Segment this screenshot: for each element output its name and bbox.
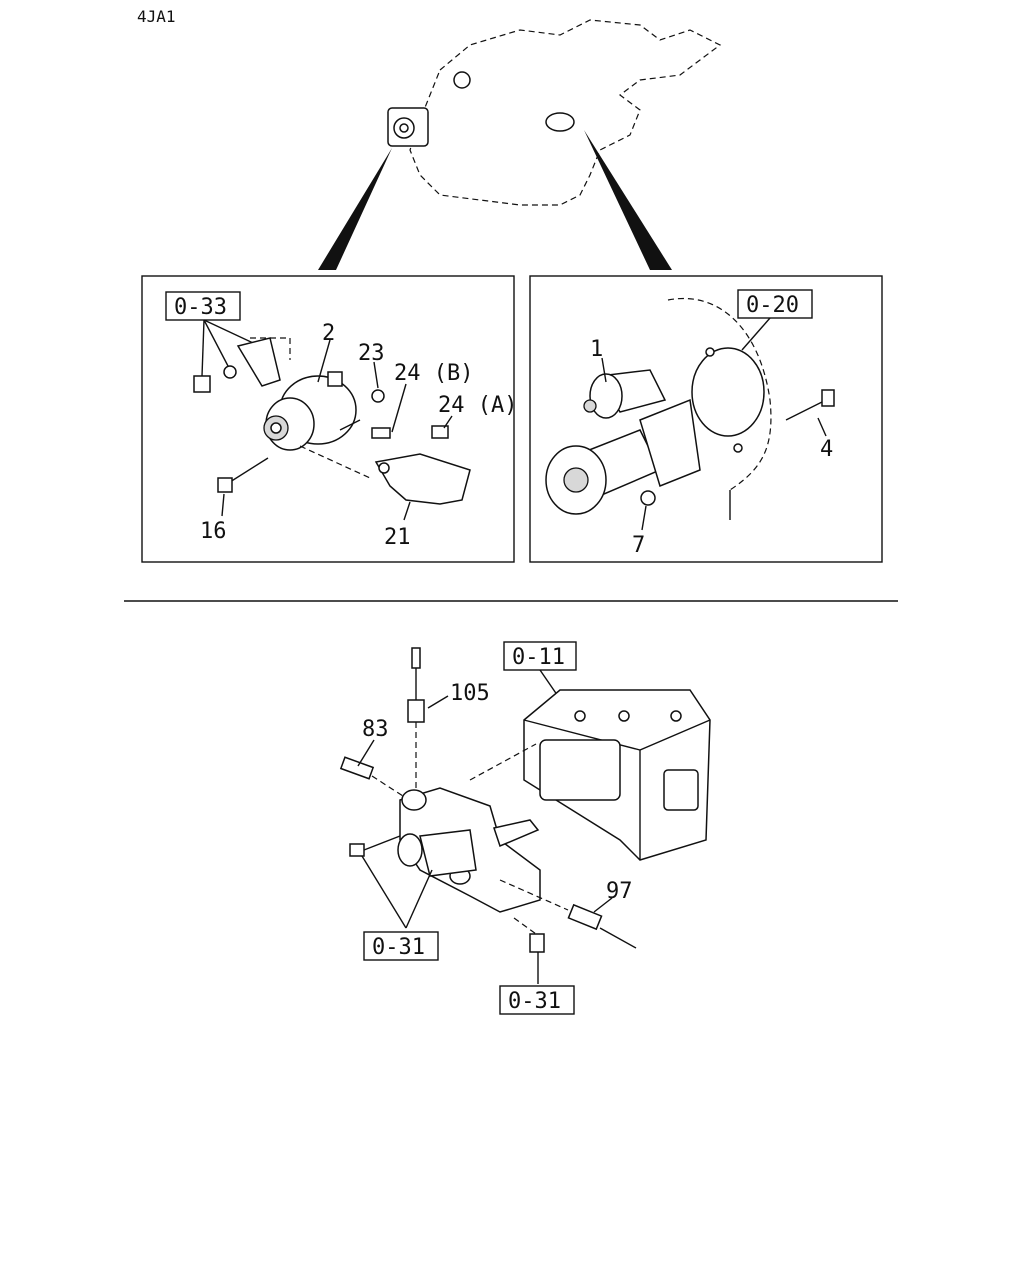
long-bolt-icon <box>217 477 233 493</box>
starter-panel-frame <box>529 275 883 563</box>
ref-box-0-31-bottom[interactable] <box>499 985 575 1015</box>
sensor-105-icon <box>407 647 425 723</box>
starter-motor-icon <box>545 369 701 515</box>
cylinder-head-icon <box>523 689 711 861</box>
callout-24b: 24 (B) <box>394 361 473 386</box>
bolt-icon <box>349 843 365 857</box>
ref-label-0-31-bottom: 0-31 <box>508 989 561 1014</box>
callout-4: 4 <box>820 437 833 462</box>
callout-21: 21 <box>384 525 411 550</box>
ref-label-0-31-left: 0-31 <box>372 935 425 960</box>
thermostat-section: 0-11 105 83 <box>339 641 711 1015</box>
bolt-icon <box>821 389 835 407</box>
callout-7: 7 <box>632 533 645 558</box>
sensor-83-icon <box>339 756 375 780</box>
engine-overview <box>318 19 722 270</box>
callout-105: 105 <box>450 681 490 706</box>
alternator-panel-frame <box>141 275 515 563</box>
nut-icon <box>640 490 656 506</box>
ref-label-0-20: 0-20 <box>746 293 799 318</box>
bolt-icon <box>431 425 449 439</box>
starter-panel: 0-20 1 4 7 <box>529 275 883 563</box>
sensor-97-icon <box>567 903 637 949</box>
bolt-icon <box>193 375 211 393</box>
ref-label-0-33: 0-33 <box>174 295 227 320</box>
callout-16: 16 <box>200 519 227 544</box>
callout-83: 83 <box>362 717 389 742</box>
ref-label-0-11: 0-11 <box>512 645 565 670</box>
alternator-adjust-bracket <box>236 337 281 387</box>
alternator-bracket-icon <box>374 453 471 505</box>
callout-23: 23 <box>358 341 385 366</box>
bolt-icon <box>371 427 391 439</box>
callout-1: 1 <box>590 337 603 362</box>
ref-box-0-31-left[interactable] <box>363 931 439 961</box>
engine-code-label: 4JA1 <box>137 7 176 26</box>
callout-97: 97 <box>606 879 633 904</box>
callout-2: 2 <box>322 321 335 346</box>
ref-box-0-20[interactable] <box>737 289 813 319</box>
plug-icon <box>529 933 545 953</box>
thermostat-housing-icon <box>397 787 541 913</box>
ref-box-0-33[interactable] <box>165 291 241 321</box>
nut-icon <box>371 389 385 403</box>
callout-24a: 24 (A) <box>438 393 517 418</box>
alternator-icon <box>263 371 361 451</box>
alternator-panel: 0-33 2 23 24 (B) 24 (A) <box>141 275 517 563</box>
